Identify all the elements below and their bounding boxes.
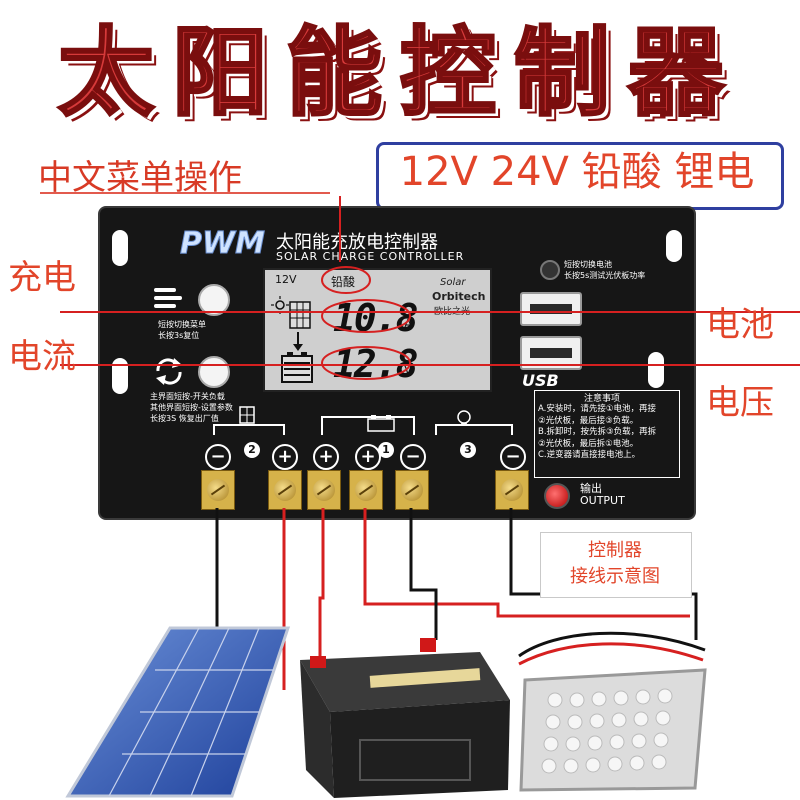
wiring-diagram-label: 控制器 [588,540,642,561]
current-highlight [321,299,411,333]
mount-hole [112,230,128,266]
controller-name-en: SOLAR CHARGE CONTROLLER [276,250,465,263]
terminal-solar-positive[interactable] [268,470,302,510]
battery-positive-wire [318,508,325,660]
terminal-battery-negative[interactable] [395,470,429,510]
solar-panel-image [65,626,291,798]
battery-select-button[interactable] [540,260,560,280]
lcd-current-value: 10.8 [333,296,419,340]
terminal-group-number: 3 [460,442,476,458]
menu-button-hint: 短按切换菜单 [158,320,206,329]
load-positive-wire [363,508,690,618]
notes-title: 注意事项 [584,394,621,404]
minus-symbol: − [400,444,426,470]
solar-panel-icon [239,406,255,424]
set-button-hint: 其他界面短按-设置参数 [150,403,233,412]
lcd-logo-top: Solar [440,277,466,288]
battery-label: 电池 [706,305,774,345]
screw-icon [355,479,377,501]
wiring-diagram-label: 接线示意图 [570,566,660,587]
battery-negative-wire [409,508,438,640]
set-button-hint: 主界面短按-开关负载 [150,392,225,401]
mount-hole [648,352,664,388]
screw-icon [274,479,296,501]
menu-operation-underline [40,192,330,194]
lcd-battery-type: 铅酸 [331,275,356,289]
screw-icon [207,479,229,501]
mount-hole [666,230,682,262]
plus-symbol: + [355,444,381,470]
usb-label: USB [522,371,559,390]
terminal-brackets [213,406,513,435]
battery-icon [367,415,395,432]
menu-operation-callout: 中文菜单操作 [38,158,242,198]
terminal-battery-positive[interactable] [307,470,341,510]
menu-icon [154,288,182,308]
minus-symbol: − [205,444,231,470]
lcd-system-voltage: 12V [275,273,297,286]
notes-body: A.安装时，请先接①电池，再接 ②光伏板，最后接③负载。 B.拆卸时，按先拆③负… [538,404,678,462]
menu-button-hint: 长按3s复位 [158,331,200,340]
spec-callout: 12V 24V 铅酸 锂电 [399,149,755,195]
plus-symbol: + [272,444,298,470]
controller-name-cn: 太阳能充放电控制器 [276,232,438,253]
set-button[interactable] [198,356,230,388]
battery-icon [281,352,313,383]
note-line: C.逆变器请直接接电池上。 [538,450,641,460]
voltage-label: 电压 [706,383,774,423]
plus-symbol: + [313,444,339,470]
screw-icon [401,479,423,501]
lcd-voltage-unit: V [404,363,413,377]
screw-icon [313,479,335,501]
mount-hole [112,358,128,394]
terminal-load-negative[interactable] [495,470,529,510]
brand-logo: PWM [180,226,266,262]
battery-image [300,638,510,798]
charge-label: 充电 [8,258,76,298]
led-light-image [518,631,707,792]
note-line: ②光伏板，最后接③负载。 [538,415,639,426]
arrow-down-icon [293,332,303,351]
type-highlight [321,266,371,294]
current-label: 电流 [8,337,76,377]
wiring-diagram-label-box [540,532,692,598]
note-line: ②光伏板，最后拆①电池。 [538,438,639,449]
solar-panel-icon [289,301,311,329]
lcd-logo-mid: Orbitech [432,290,486,303]
usb-port-1[interactable] [520,292,582,326]
screw-icon [501,479,523,501]
lcd-icons [271,296,313,383]
notes-box [534,390,680,478]
note-line: A.安装时，请先接①电池，再接 [538,404,656,414]
battery-button-hint: 长按5s测试光伏板功率 [564,271,646,280]
set-button-hint: 长按3S 恢复出厂值 [150,414,219,423]
terminal-load-positive[interactable] [349,470,383,510]
output-led [544,483,570,509]
battery-button-hint: 短按切换电池 [564,260,612,269]
terminal-group-number: 2 [244,442,260,458]
note-line: B.拆卸时，按先拆③负载，再拆 [538,427,657,437]
output-label-cn: 输出 [580,482,602,495]
terminal-group-number: 1 [378,442,394,458]
lcd-current-unit: A [404,317,413,331]
page-title: 太阳能控制器 [57,16,742,129]
bulb-icon [457,410,471,425]
minus-symbol: − [500,444,526,470]
menu-button[interactable] [198,284,230,316]
output-label-en: OUTPUT [580,494,625,507]
voltage-highlight [321,346,411,380]
